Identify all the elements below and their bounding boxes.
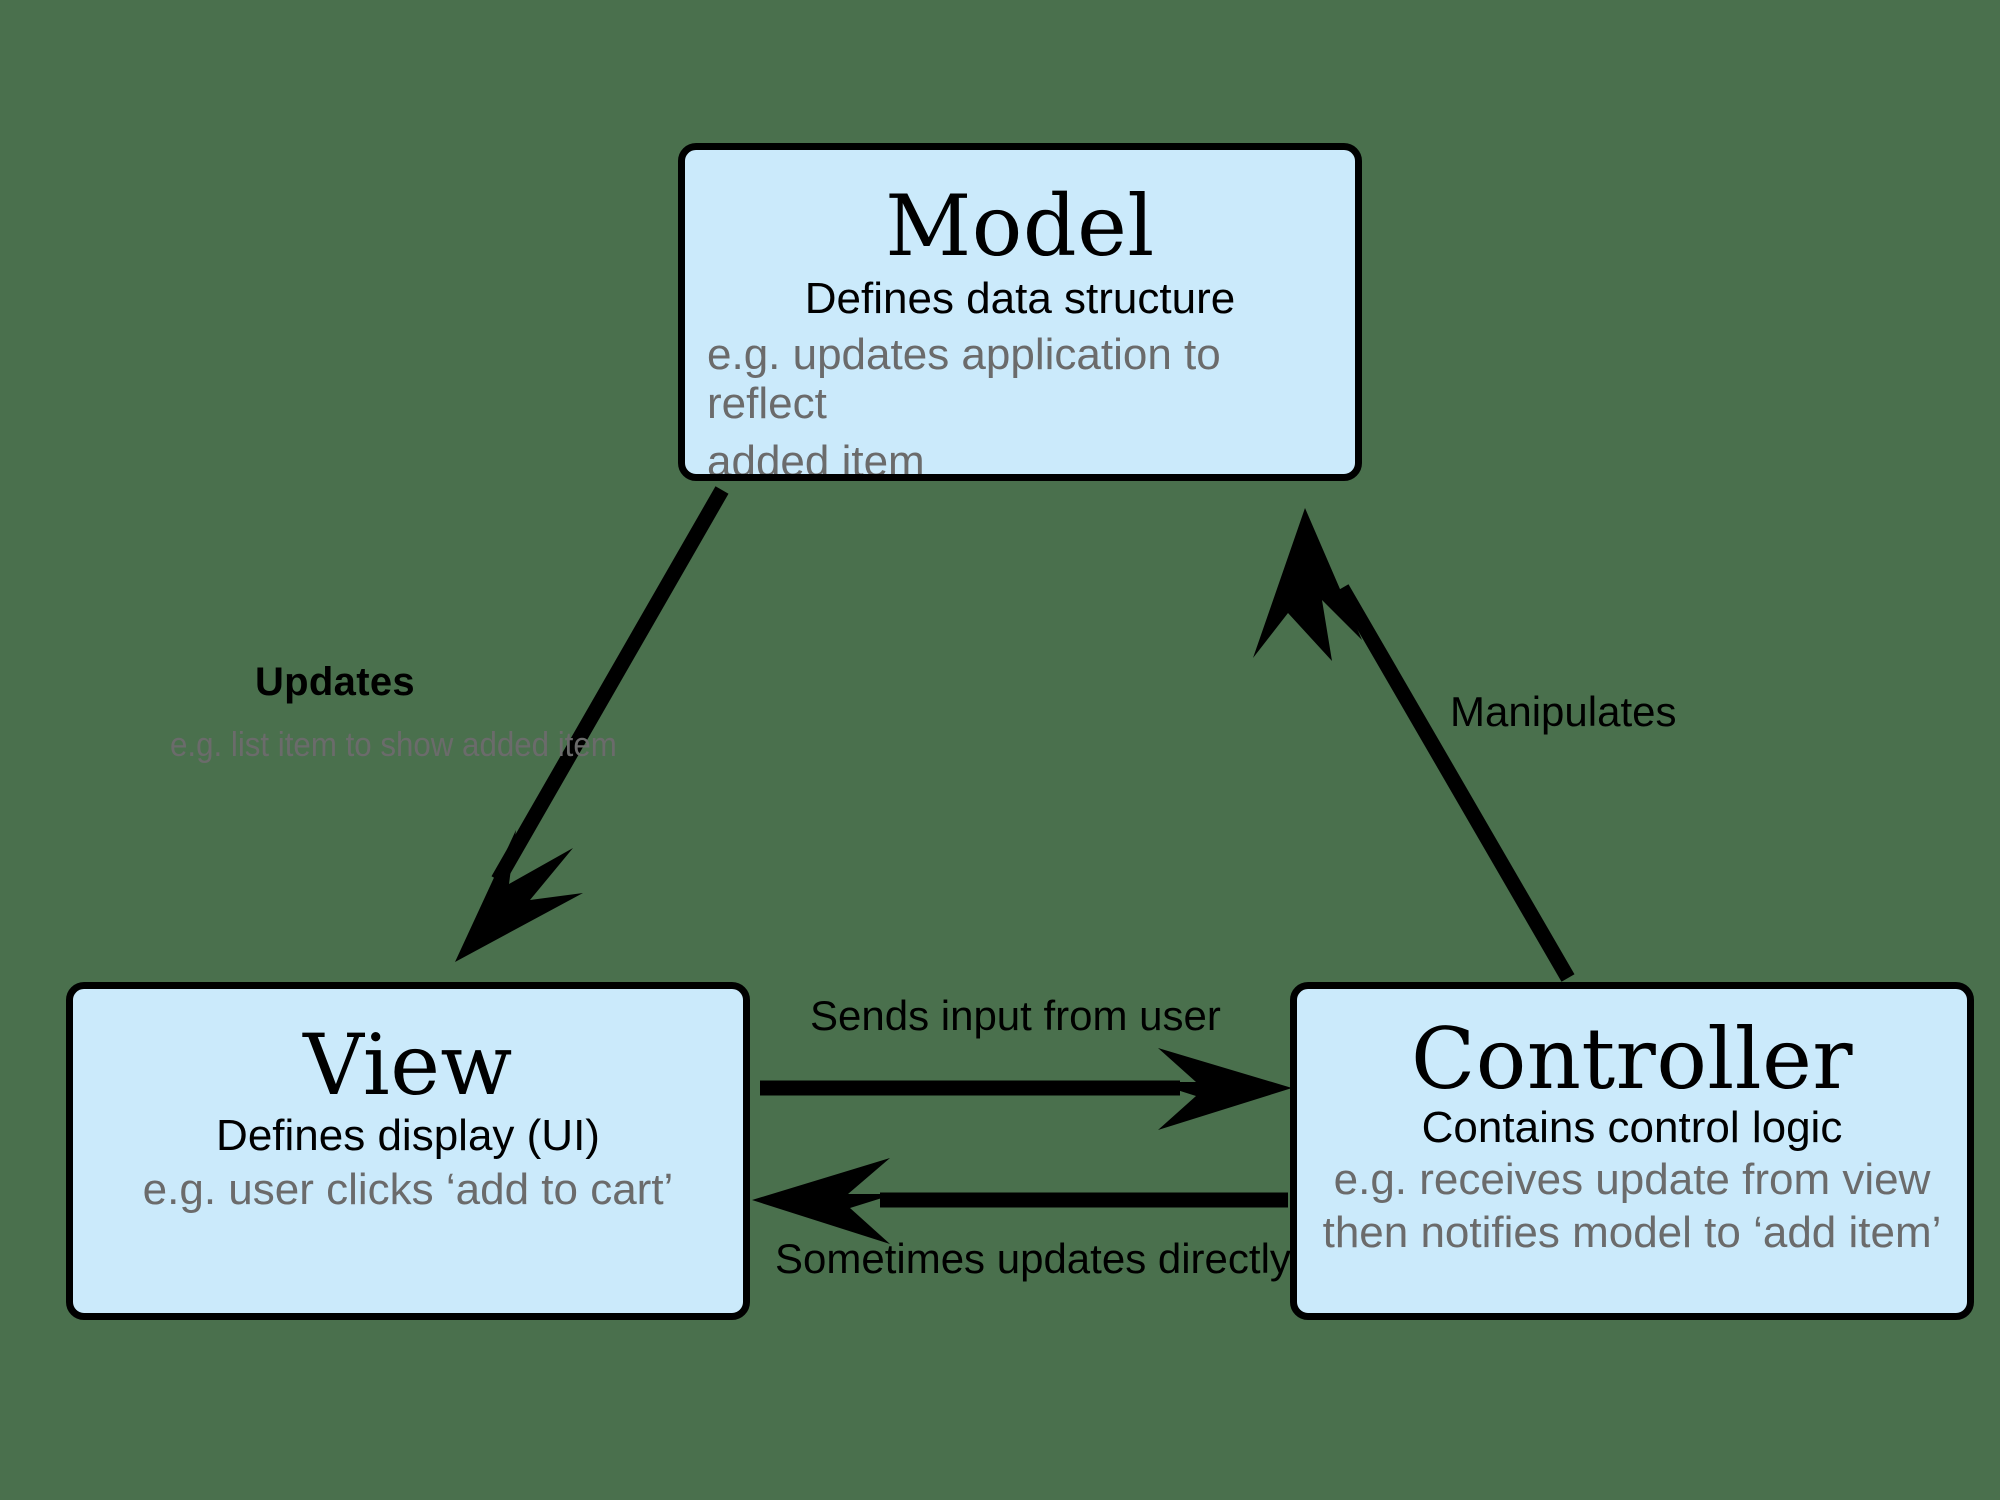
node-view-title: View [303, 1016, 513, 1114]
node-controller-example-line1: e.g. receives update from view [1333, 1155, 1931, 1205]
edge-label-sends-input-from-user: Sends input from user [810, 992, 1221, 1039]
node-model-subtitle: Defines data structure [804, 274, 1236, 323]
arrowhead-controller-to-view [752, 1158, 895, 1244]
node-view[interactable]: View Defines display (UI) e.g. user clic… [66, 982, 750, 1320]
edge-view-to-controller [760, 1048, 1292, 1130]
arrowhead-view-to-controller [1152, 1048, 1292, 1130]
node-model[interactable]: Model Defines data structure e.g. update… [678, 143, 1362, 481]
edge-label-sometimes-updates-directly: Sometimes updates directly [775, 1235, 1291, 1282]
edge-label-updates: Updates [255, 660, 415, 704]
node-view-example-line1: e.g. user clicks ‘add to cart’ [142, 1165, 674, 1215]
node-controller[interactable]: Controller Contains control logic e.g. r… [1290, 982, 1974, 1320]
node-controller-title: Controller [1410, 1010, 1854, 1108]
edge-controller-to-view [752, 1158, 1288, 1244]
edge-label-manipulates: Manipulates [1450, 688, 1677, 735]
node-controller-subtitle: Contains control logic [1421, 1103, 1843, 1152]
node-model-example-line1: e.g. updates application to reflect [707, 330, 1221, 429]
arrowhead-model-to-view [455, 830, 583, 962]
node-controller-example-line2: then notifies model to ‘add item’ [1322, 1208, 1942, 1258]
node-view-subtitle: Defines display (UI) [216, 1111, 600, 1160]
arrowhead-controller-to-model [1253, 508, 1362, 661]
node-model-example-line2: added item [707, 436, 925, 481]
edge-controller-to-model [1253, 508, 1575, 982]
node-model-title: Model [885, 177, 1155, 275]
edge-label-updates-example: e.g. list item to show added item [170, 726, 617, 764]
